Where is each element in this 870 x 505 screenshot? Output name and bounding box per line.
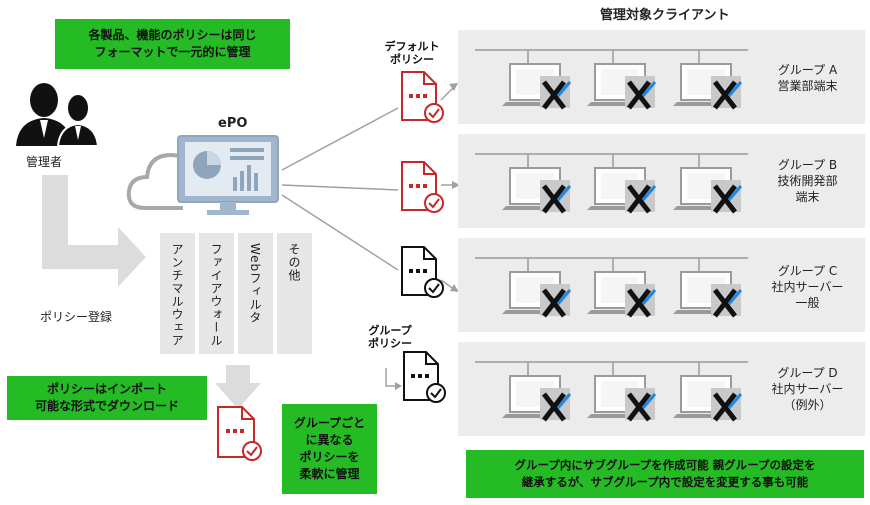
download-arrow [215,365,261,409]
policy-red-icon-a [401,71,444,123]
group-label-a: グループ A 営業部端末 [777,63,838,93]
network-group-c [475,257,748,318]
epo-server-icon [126,135,279,215]
note-flexible-policy: グループごと に異なる ポリシーを 柔軟に管理 [282,404,377,494]
network-group-d [475,361,748,422]
policy-black-icon-c [401,246,444,298]
group-label-b: グループ B 技術開発部 端末 [777,158,838,204]
category-other: その他 [277,233,312,354]
policy-red-icon-b [401,161,444,213]
default-policy-label: デフォルト ポリシー [384,40,440,66]
category-label: ファイアウォール [209,243,223,347]
note-unified-format: 各製品、機能のポリシーは同じ フォーマットで一元的に管理 [55,19,290,69]
exported-policy-icon [217,406,262,461]
note-export-format: ポリシーはインポート 可能な形式でダウンロード [7,376,207,420]
category-antimalware: アンチマルウェア [160,233,195,354]
register-arrow [42,175,146,287]
group-label-c: グループ C 社内サーバー 一般 [771,264,844,310]
network-group-b [475,153,748,214]
category-label: Webフィルタ [248,243,262,325]
policy-black-icon-d [403,351,446,403]
admin-users-icon [16,83,100,147]
category-label: その他 [287,243,301,282]
admin-label: 管理者 [26,155,63,169]
note-subgroup: グループ内にサブグループを作成可能 親グループの設定を 継承するが、サブグループ… [466,450,864,498]
category-label: アンチマルウェア [170,243,184,347]
clients-title: 管理対象クライアント [600,8,730,23]
category-firewall: ファイアウォール [199,233,234,354]
network-group-a [475,49,748,110]
category-webfilter: Webフィルタ [238,233,273,354]
group-policy-label: グループ ポリシー [368,324,412,350]
register-label: ポリシー登録 [40,310,113,324]
epo-label: ePO [218,116,248,131]
group-label-d: グループ D 社内サーバー （例外） [771,366,844,412]
